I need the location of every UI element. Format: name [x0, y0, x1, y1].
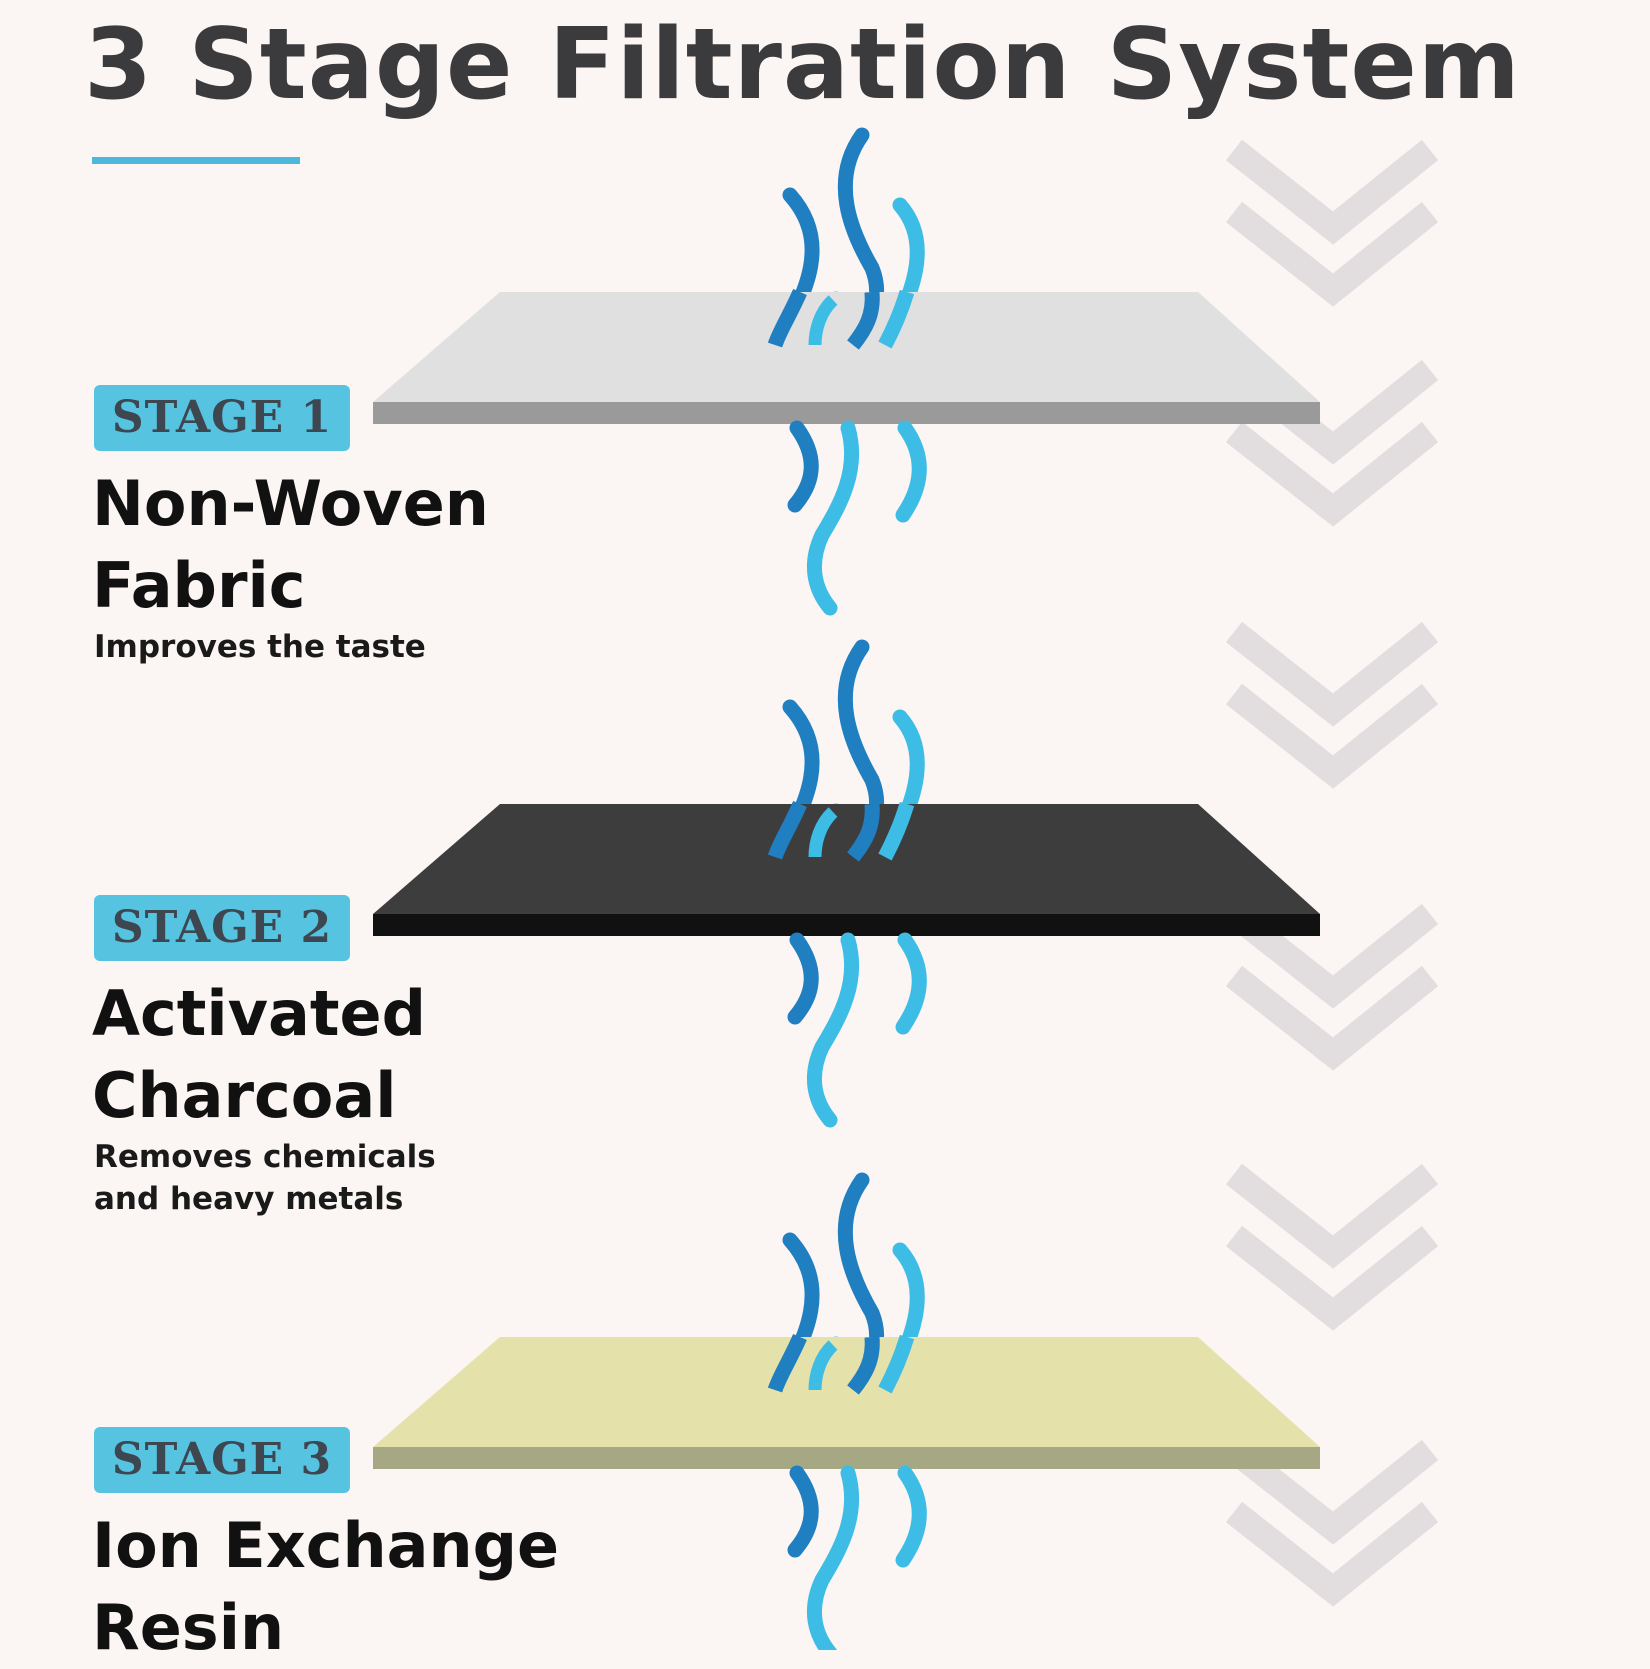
water-flow-below-icon [787, 420, 927, 616]
wave-line [767, 288, 807, 348]
stage-1-badge: STAGE 1 [94, 385, 350, 451]
wave-line [895, 420, 927, 523]
chevron-group-5 [1225, 1163, 1439, 1331]
chevron-down-icon [1225, 1439, 1439, 1545]
wave-line [895, 1465, 927, 1568]
wave-line [847, 803, 880, 862]
chevron-down-icon [1225, 201, 1439, 307]
wave-line [808, 295, 838, 346]
wave-line [806, 1465, 860, 1650]
water-flow-through-icon [767, 1333, 915, 1395]
water-flow-through-icon [767, 800, 915, 862]
water-flow-below-icon [787, 932, 927, 1128]
chevron-down-icon [1225, 1225, 1439, 1331]
wave-line [808, 1340, 838, 1391]
filter-layers [373, 127, 1320, 1650]
chevron-group-3 [1225, 621, 1439, 789]
water-flow-through-icon [767, 288, 915, 350]
chevron-group-6 [1225, 1439, 1439, 1607]
wave-line [895, 932, 927, 1035]
layer-top [373, 1337, 1320, 1447]
stage-1-description: Improves the taste [94, 629, 426, 665]
stage-2-name: Activated Charcoal [92, 977, 426, 1132]
stage-1-name: Non-Woven Fabric [92, 467, 489, 622]
page-title: 3 Stage Filtration System [84, 8, 1521, 122]
stage-3-name: Ion Exchange Resin [92, 1509, 560, 1664]
layer-edge [373, 1447, 1320, 1469]
wave-line [847, 291, 880, 350]
chevron-down-icon [1225, 621, 1439, 727]
title-underline [92, 157, 300, 164]
chevron-group-1 [1225, 139, 1439, 307]
wave-line [767, 1333, 807, 1393]
wave-line [878, 801, 915, 861]
wave-line [787, 1465, 819, 1558]
layer-top [373, 804, 1320, 914]
stage-2-description: Removes chemicals and heavy metals [94, 1139, 436, 1217]
filter-layer-1 [373, 127, 1320, 616]
chevron-down-icon [1225, 1501, 1439, 1607]
layer-top [373, 292, 1320, 402]
wave-line [806, 420, 860, 616]
wave-line [767, 800, 807, 860]
chevron-down-icon [1225, 139, 1439, 245]
layer-edge [373, 914, 1320, 936]
stage-2-badge: STAGE 2 [94, 895, 350, 961]
water-flow-below-icon [787, 1465, 927, 1650]
chevron-down-icon [1225, 1163, 1439, 1269]
chevron-down-icon [1225, 965, 1439, 1071]
wave-line [787, 932, 819, 1025]
wave-line [787, 420, 819, 513]
layer-edge [373, 402, 1320, 424]
chevron-down-icon [1225, 903, 1439, 1009]
stage-3-badge: STAGE 3 [94, 1427, 350, 1493]
wave-line [806, 932, 860, 1128]
wave-line [847, 1336, 880, 1395]
filter-layer-3 [373, 1172, 1320, 1650]
wave-line [878, 1334, 915, 1394]
chevron-down-icon [1225, 683, 1439, 789]
filter-layer-2 [373, 639, 1320, 1128]
chevron-group-4 [1225, 903, 1439, 1071]
chevron-down-icon [1225, 421, 1439, 527]
wave-line [878, 289, 915, 349]
wave-line [808, 807, 838, 858]
